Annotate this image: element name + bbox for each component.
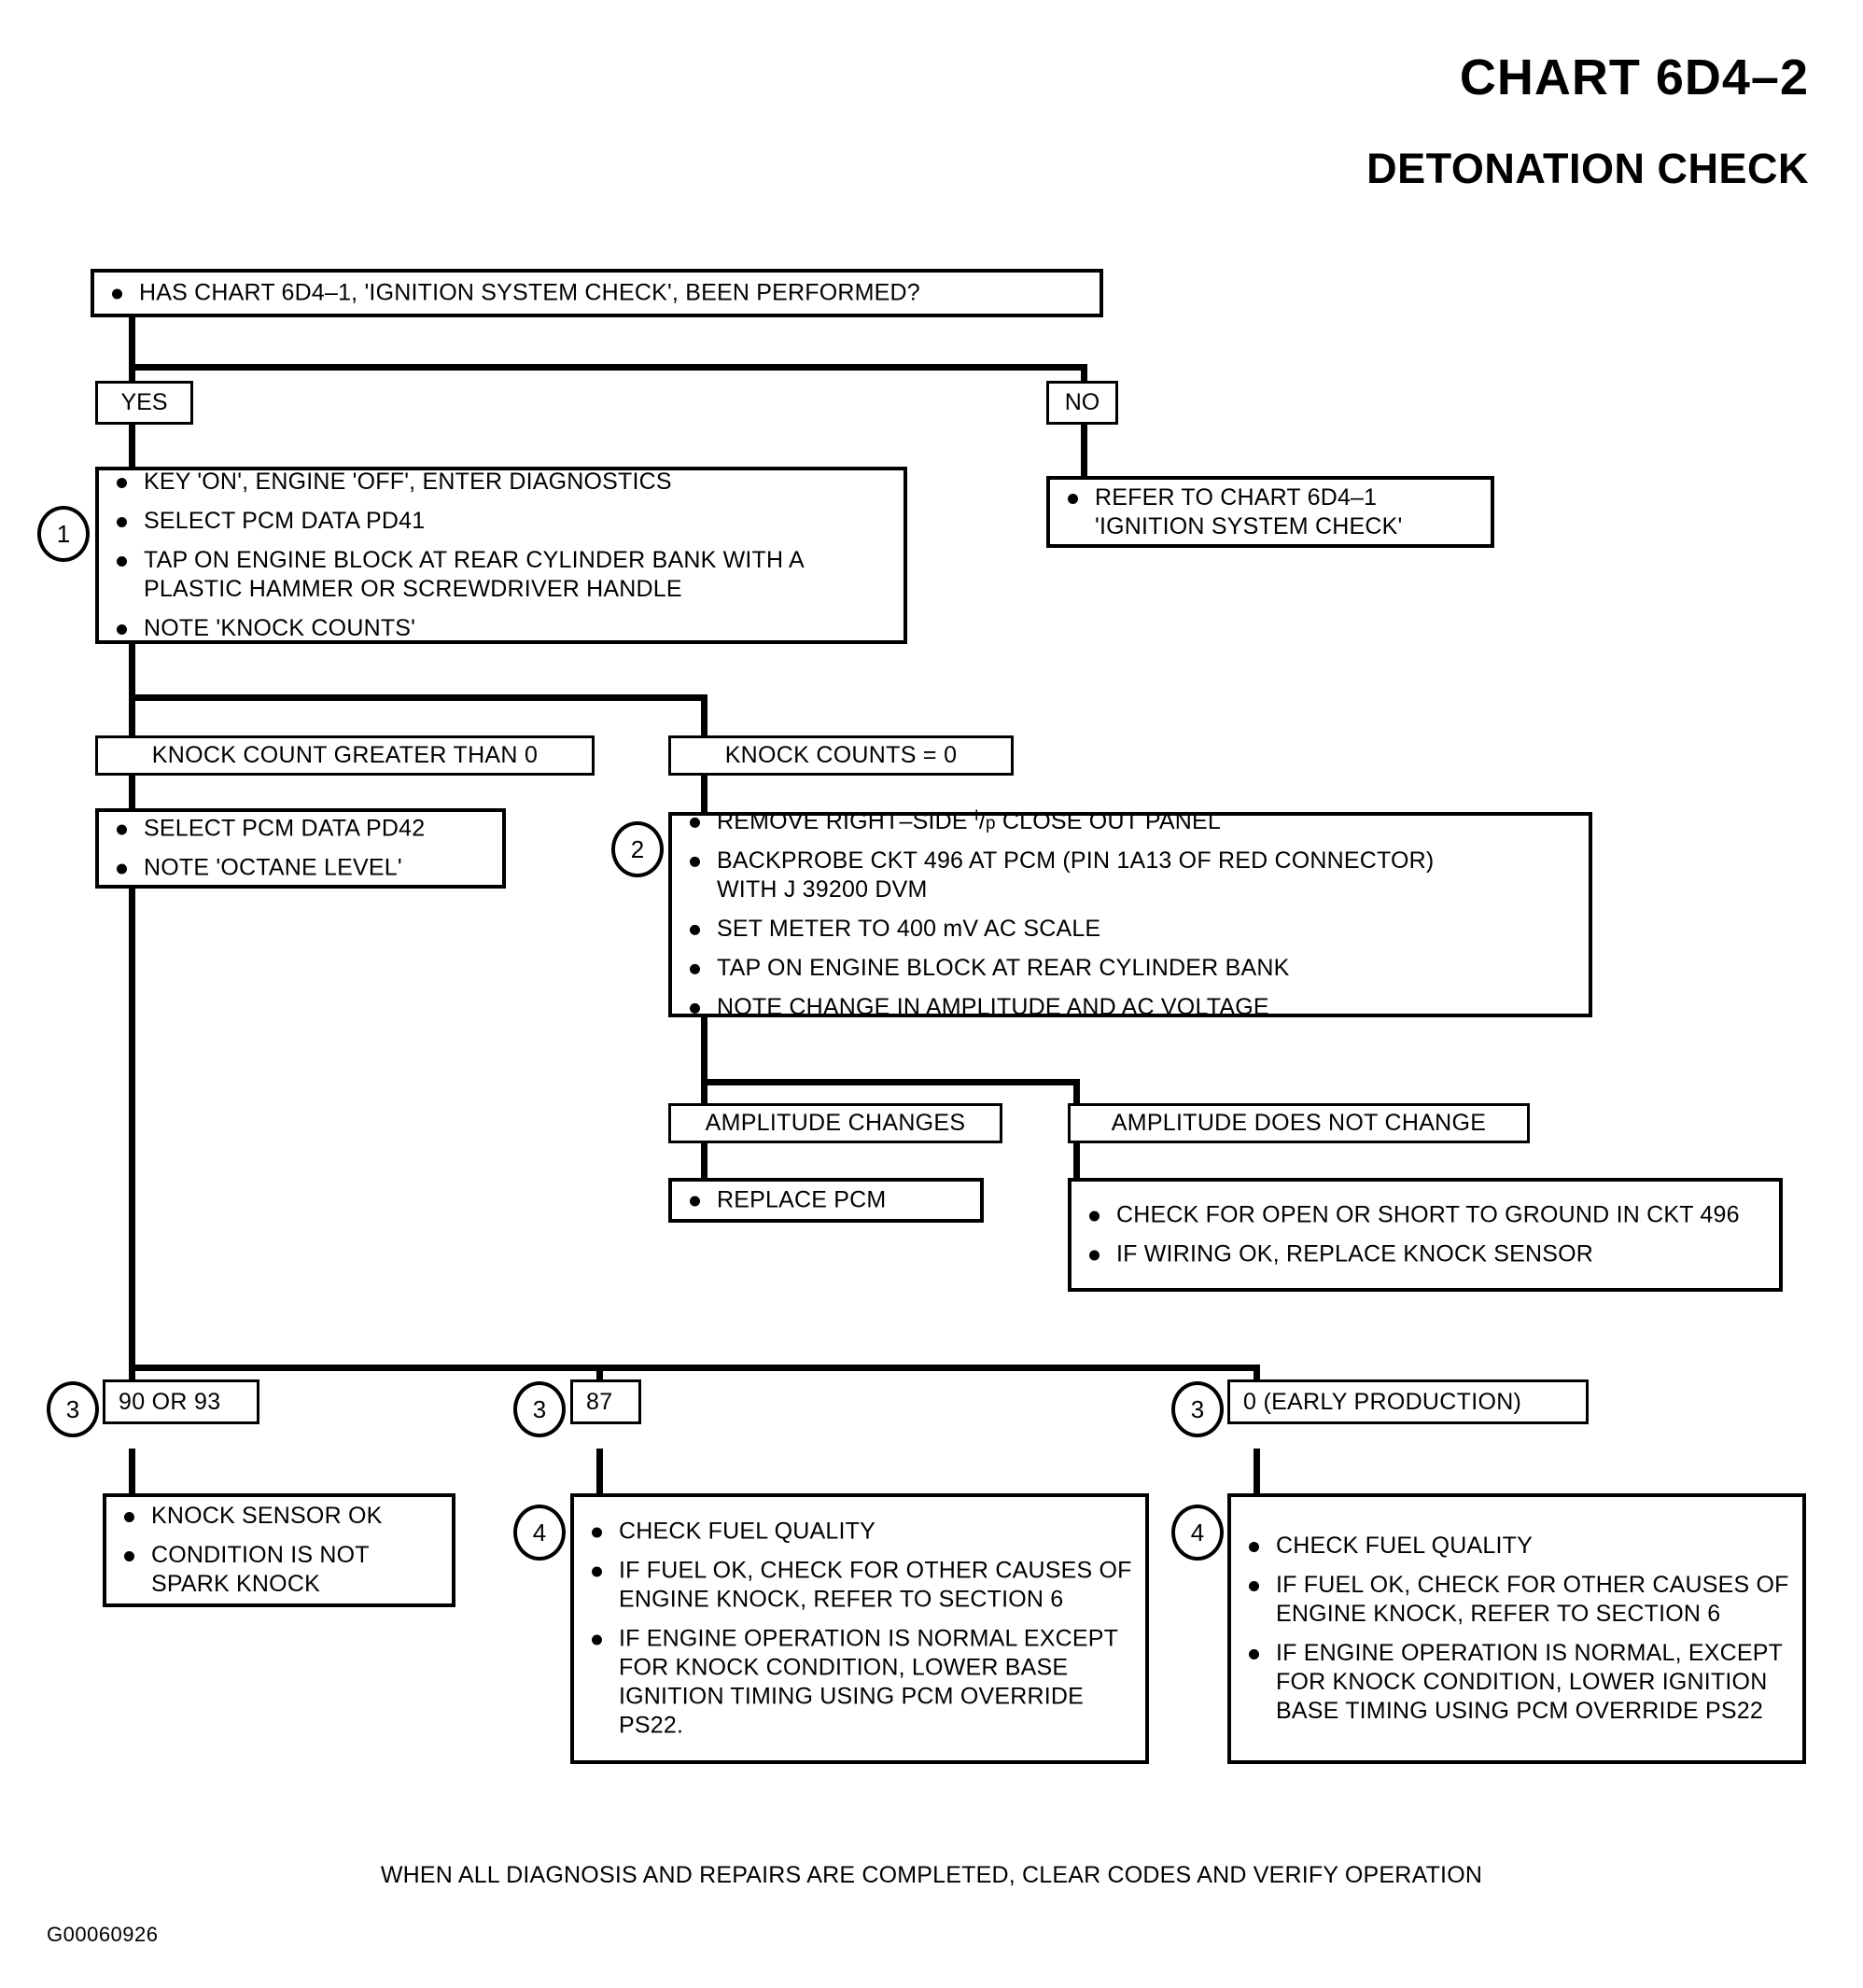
node-yes: YES xyxy=(95,381,193,425)
bullet-list: REPLACE PCM xyxy=(672,1186,980,1215)
bullet-list: SELECT PCM DATA PD42 NOTE 'OCTANE LEVEL' xyxy=(99,815,502,883)
bullet-item: IF WIRING OK, REPLACE KNOCK SENSOR xyxy=(1072,1240,1779,1269)
bullet-item: CHECK FUEL QUALITY xyxy=(574,1518,1145,1547)
text-prefix: REMOVE RIGHT–SIDE xyxy=(717,808,974,835)
bullet-list: REMOVE RIGHT–SIDE I/p CLOSE OUT PANEL BA… xyxy=(672,807,1589,1022)
connector-ampnochange-to-check xyxy=(1073,1141,1080,1180)
connector-pd42-long-down xyxy=(129,889,135,1369)
bullet-item: NOTE 'KNOCK COUNTS' xyxy=(99,614,903,643)
bullet-item: TAP ON ENGINE BLOCK AT REAR CYLINDER BAN… xyxy=(672,954,1589,983)
node-refer-chart-6d4-1: REFER TO CHART 6D4–1 'IGNITION SYSTEM CH… xyxy=(1046,476,1494,548)
bullet-item-text: REMOVE RIGHT–SIDE I/p CLOSE OUT PANEL xyxy=(717,805,1221,835)
connector-step1-down xyxy=(129,644,135,700)
bullet-item: NOTE 'OCTANE LEVEL' xyxy=(99,854,502,883)
node-replace-pcm: REPLACE PCM xyxy=(668,1178,984,1223)
connector-9093-to-result xyxy=(129,1449,135,1495)
connector-knockgt0-to-pd42 xyxy=(129,773,135,810)
node-octane-87: 87 xyxy=(570,1379,641,1424)
bullet-item: REFER TO CHART 6D4–1 'IGNITION SYSTEM CH… xyxy=(1050,483,1491,541)
bullet-item: TAP ON ENGINE BLOCK AT REAR CYLINDER BAN… xyxy=(99,546,903,604)
footer-note: WHEN ALL DIAGNOSIS AND REPAIRS ARE COMPL… xyxy=(380,1862,1483,1888)
bullet-line-1: BACKPROBE CKT 496 AT PCM (PIN 1A13 OF RE… xyxy=(717,847,1435,875)
node-select-pcm-data-pd42: SELECT PCM DATA PD42 NOTE 'OCTANE LEVEL' xyxy=(95,808,506,889)
node-has-chart-performed: HAS CHART 6D4–1, 'IGNITION SYSTEM CHECK'… xyxy=(91,269,1103,317)
connector-question-down-left xyxy=(129,297,135,371)
bullet-item: HAS CHART 6D4–1, 'IGNITION SYSTEM CHECK'… xyxy=(94,279,1100,308)
document-id: G00060926 xyxy=(47,1923,159,1946)
bullet-item: NOTE CHANGE IN AMPLITUDE AND AC VOLTAGE xyxy=(672,993,1589,1022)
page-title: CHART 6D4–2 xyxy=(1459,49,1809,105)
node-no: NO xyxy=(1046,381,1118,425)
connector-knock-gt0-down xyxy=(129,694,135,735)
connector-question-down-right xyxy=(1081,364,1087,390)
node-fuel-check-87: CHECK FUEL QUALITY IF FUEL OK, CHECK FOR… xyxy=(570,1493,1149,1764)
node-octane-90-or-93: 90 OR 93 xyxy=(103,1379,259,1424)
connector-amp-nochange-down xyxy=(1073,1079,1080,1105)
bullet-item: IF ENGINE OPERATION IS NORMAL EXCEPT FOR… xyxy=(574,1625,1145,1741)
connector-knockeq0-to-step2 xyxy=(701,773,707,814)
node-fuel-check-0: CHECK FUEL QUALITY IF FUEL OK, CHECK FOR… xyxy=(1227,1493,1806,1764)
page-subtitle: DETONATION CHECK xyxy=(1366,145,1809,192)
bullet-item: IF ENGINE OPERATION IS NORMAL, EXCEPT FO… xyxy=(1231,1639,1802,1726)
step-marker-3-middle: 3 xyxy=(513,1381,566,1437)
connector-question-split-bar xyxy=(129,364,1087,371)
bullet-list: CHECK FUEL QUALITY IF FUEL OK, CHECK FOR… xyxy=(574,1518,1145,1741)
bullet-item: KNOCK SENSOR OK xyxy=(106,1502,452,1531)
bullet-item: REPLACE PCM xyxy=(672,1186,980,1215)
bullet-item: IF FUEL OK, CHECK FOR OTHER CAUSES OF EN… xyxy=(574,1557,1145,1615)
node-knock-count-greater-than-0: KNOCK COUNT GREATER THAN 0 xyxy=(95,735,595,776)
bullet-item: SELECT PCM DATA PD42 xyxy=(99,815,502,844)
node-step1-key-on: KEY 'ON', ENGINE 'OFF', ENTER DIAGNOSTIC… xyxy=(95,467,907,644)
node-check-open-or-short: CHECK FOR OPEN OR SHORT TO GROUND IN CKT… xyxy=(1068,1178,1783,1292)
bullet-list: KNOCK SENSOR OK CONDITION IS NOT SPARK K… xyxy=(106,1502,452,1599)
connector-87-to-result xyxy=(596,1449,603,1495)
step-marker-2: 2 xyxy=(611,821,664,877)
text-suffix: CLOSE OUT PANEL xyxy=(995,808,1221,835)
bullet-item: SELECT PCM DATA PD41 xyxy=(99,507,903,536)
step-marker-3-left: 3 xyxy=(47,1381,99,1437)
bullet-item: CHECK FOR OPEN OR SHORT TO GROUND IN CKT… xyxy=(1072,1201,1779,1230)
bullet-item: REMOVE RIGHT–SIDE I/p CLOSE OUT PANEL xyxy=(672,807,1589,836)
bullet-list: CHECK FUEL QUALITY IF FUEL OK, CHECK FOR… xyxy=(1231,1532,1802,1726)
node-knock-sensor-ok: KNOCK SENSOR OK CONDITION IS NOT SPARK K… xyxy=(103,1493,455,1607)
bullet-item: BACKPROBE CKT 496 AT PCM (PIN 1A13 OF RE… xyxy=(672,847,1589,904)
node-amplitude-does-not-change: AMPLITUDE DOES NOT CHANGE xyxy=(1068,1103,1530,1143)
frac-numerator: I xyxy=(974,805,979,824)
connector-knock-eq0-down xyxy=(701,694,707,735)
connector-0-to-result xyxy=(1254,1449,1260,1495)
step-marker-4-middle: 4 xyxy=(513,1505,566,1561)
node-amplitude-changes: AMPLITUDE CHANGES xyxy=(668,1103,1002,1143)
node-octane-0-early-production: 0 (EARLY PRODUCTION) xyxy=(1227,1379,1589,1424)
step-marker-4-right: 4 xyxy=(1171,1505,1224,1561)
connector-knock-split-bar xyxy=(129,694,707,701)
step-marker-1: 1 xyxy=(37,506,90,562)
bullet-item: SET METER TO 400 mV AC SCALE xyxy=(672,915,1589,944)
connector-octane-distribution-bar xyxy=(129,1365,1260,1371)
bullet-item: KEY 'ON', ENGINE 'OFF', ENTER DIAGNOSTIC… xyxy=(99,468,903,497)
bullet-list: REFER TO CHART 6D4–1 'IGNITION SYSTEM CH… xyxy=(1050,483,1491,541)
connector-amplitude-split-bar xyxy=(701,1079,1080,1085)
step-marker-3-right: 3 xyxy=(1171,1381,1224,1437)
node-step2-backprobe: REMOVE RIGHT–SIDE I/p CLOSE OUT PANEL BA… xyxy=(668,807,1592,1020)
connector-no-down xyxy=(1081,425,1087,476)
connector-amp-change-down xyxy=(701,1079,707,1105)
bullet-item: CHECK FUEL QUALITY xyxy=(1231,1532,1802,1561)
frac-denominator: p xyxy=(985,814,996,834)
connector-step2-down xyxy=(701,1017,707,1085)
bullet-item: IF FUEL OK, CHECK FOR OTHER CAUSES OF EN… xyxy=(1231,1571,1802,1629)
node-knock-counts-equal-0: KNOCK COUNTS = 0 xyxy=(668,735,1014,776)
connector-ampchange-to-replacepcm xyxy=(701,1141,707,1180)
bullet-list: KEY 'ON', ENGINE 'OFF', ENTER DIAGNOSTIC… xyxy=(99,468,903,643)
bullet-list: CHECK FOR OPEN OR SHORT TO GROUND IN CKT… xyxy=(1072,1201,1779,1269)
bullet-line-2: WITH J 39200 DVM xyxy=(717,876,928,903)
bullet-item: CONDITION IS NOT SPARK KNOCK xyxy=(106,1541,452,1599)
bullet-list: HAS CHART 6D4–1, 'IGNITION SYSTEM CHECK'… xyxy=(94,279,1100,308)
